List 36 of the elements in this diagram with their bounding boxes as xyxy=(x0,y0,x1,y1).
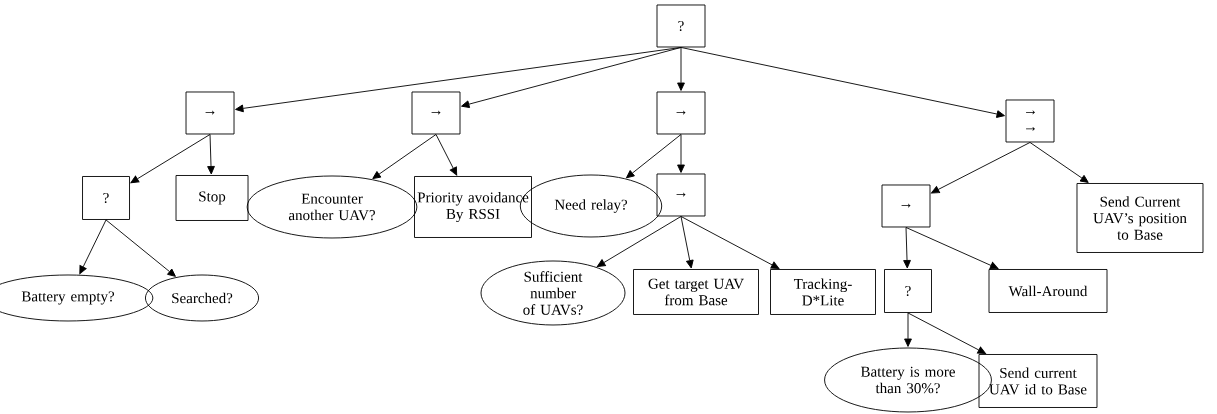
arrow xyxy=(680,216,694,269)
action-box: Get target UAV from Base xyxy=(633,269,759,315)
arrow xyxy=(903,227,911,269)
arrow xyxy=(105,219,176,277)
action-box: Send Current UAV’s position to Base xyxy=(1076,183,1204,253)
arrow xyxy=(680,47,1005,118)
arrow xyxy=(677,47,685,91)
control-box: ? xyxy=(884,269,932,313)
control-box: → xyxy=(881,184,931,228)
arrow xyxy=(904,312,912,347)
arrow xyxy=(905,227,999,270)
arrow xyxy=(461,47,682,108)
arrow xyxy=(626,134,682,179)
control-box: → xyxy=(656,91,706,135)
action-box: Send current UAV id to Base xyxy=(978,354,1098,408)
arrow xyxy=(130,134,211,184)
control-box: ? xyxy=(82,176,130,220)
control-box: → xyxy=(411,91,461,135)
control-box: → xyxy=(656,173,706,217)
action-box: Wall-Around xyxy=(988,269,1108,313)
control-box: → → xyxy=(1005,99,1055,143)
arrow xyxy=(596,216,682,267)
action-box: Stop xyxy=(175,175,249,221)
arrow xyxy=(435,134,458,176)
arrow xyxy=(1029,142,1089,183)
arrow xyxy=(79,219,107,275)
control-box: → xyxy=(185,91,235,135)
action-box: Priority avoidance By RSSI xyxy=(414,176,532,238)
arrow xyxy=(680,216,780,269)
arrow xyxy=(907,312,986,354)
control-box: ? xyxy=(656,4,706,48)
arrow xyxy=(372,134,437,179)
arrow xyxy=(931,142,1031,194)
arrow xyxy=(677,134,685,173)
action-box: Tracking-D*Lite xyxy=(770,269,876,315)
arrow xyxy=(207,134,215,175)
